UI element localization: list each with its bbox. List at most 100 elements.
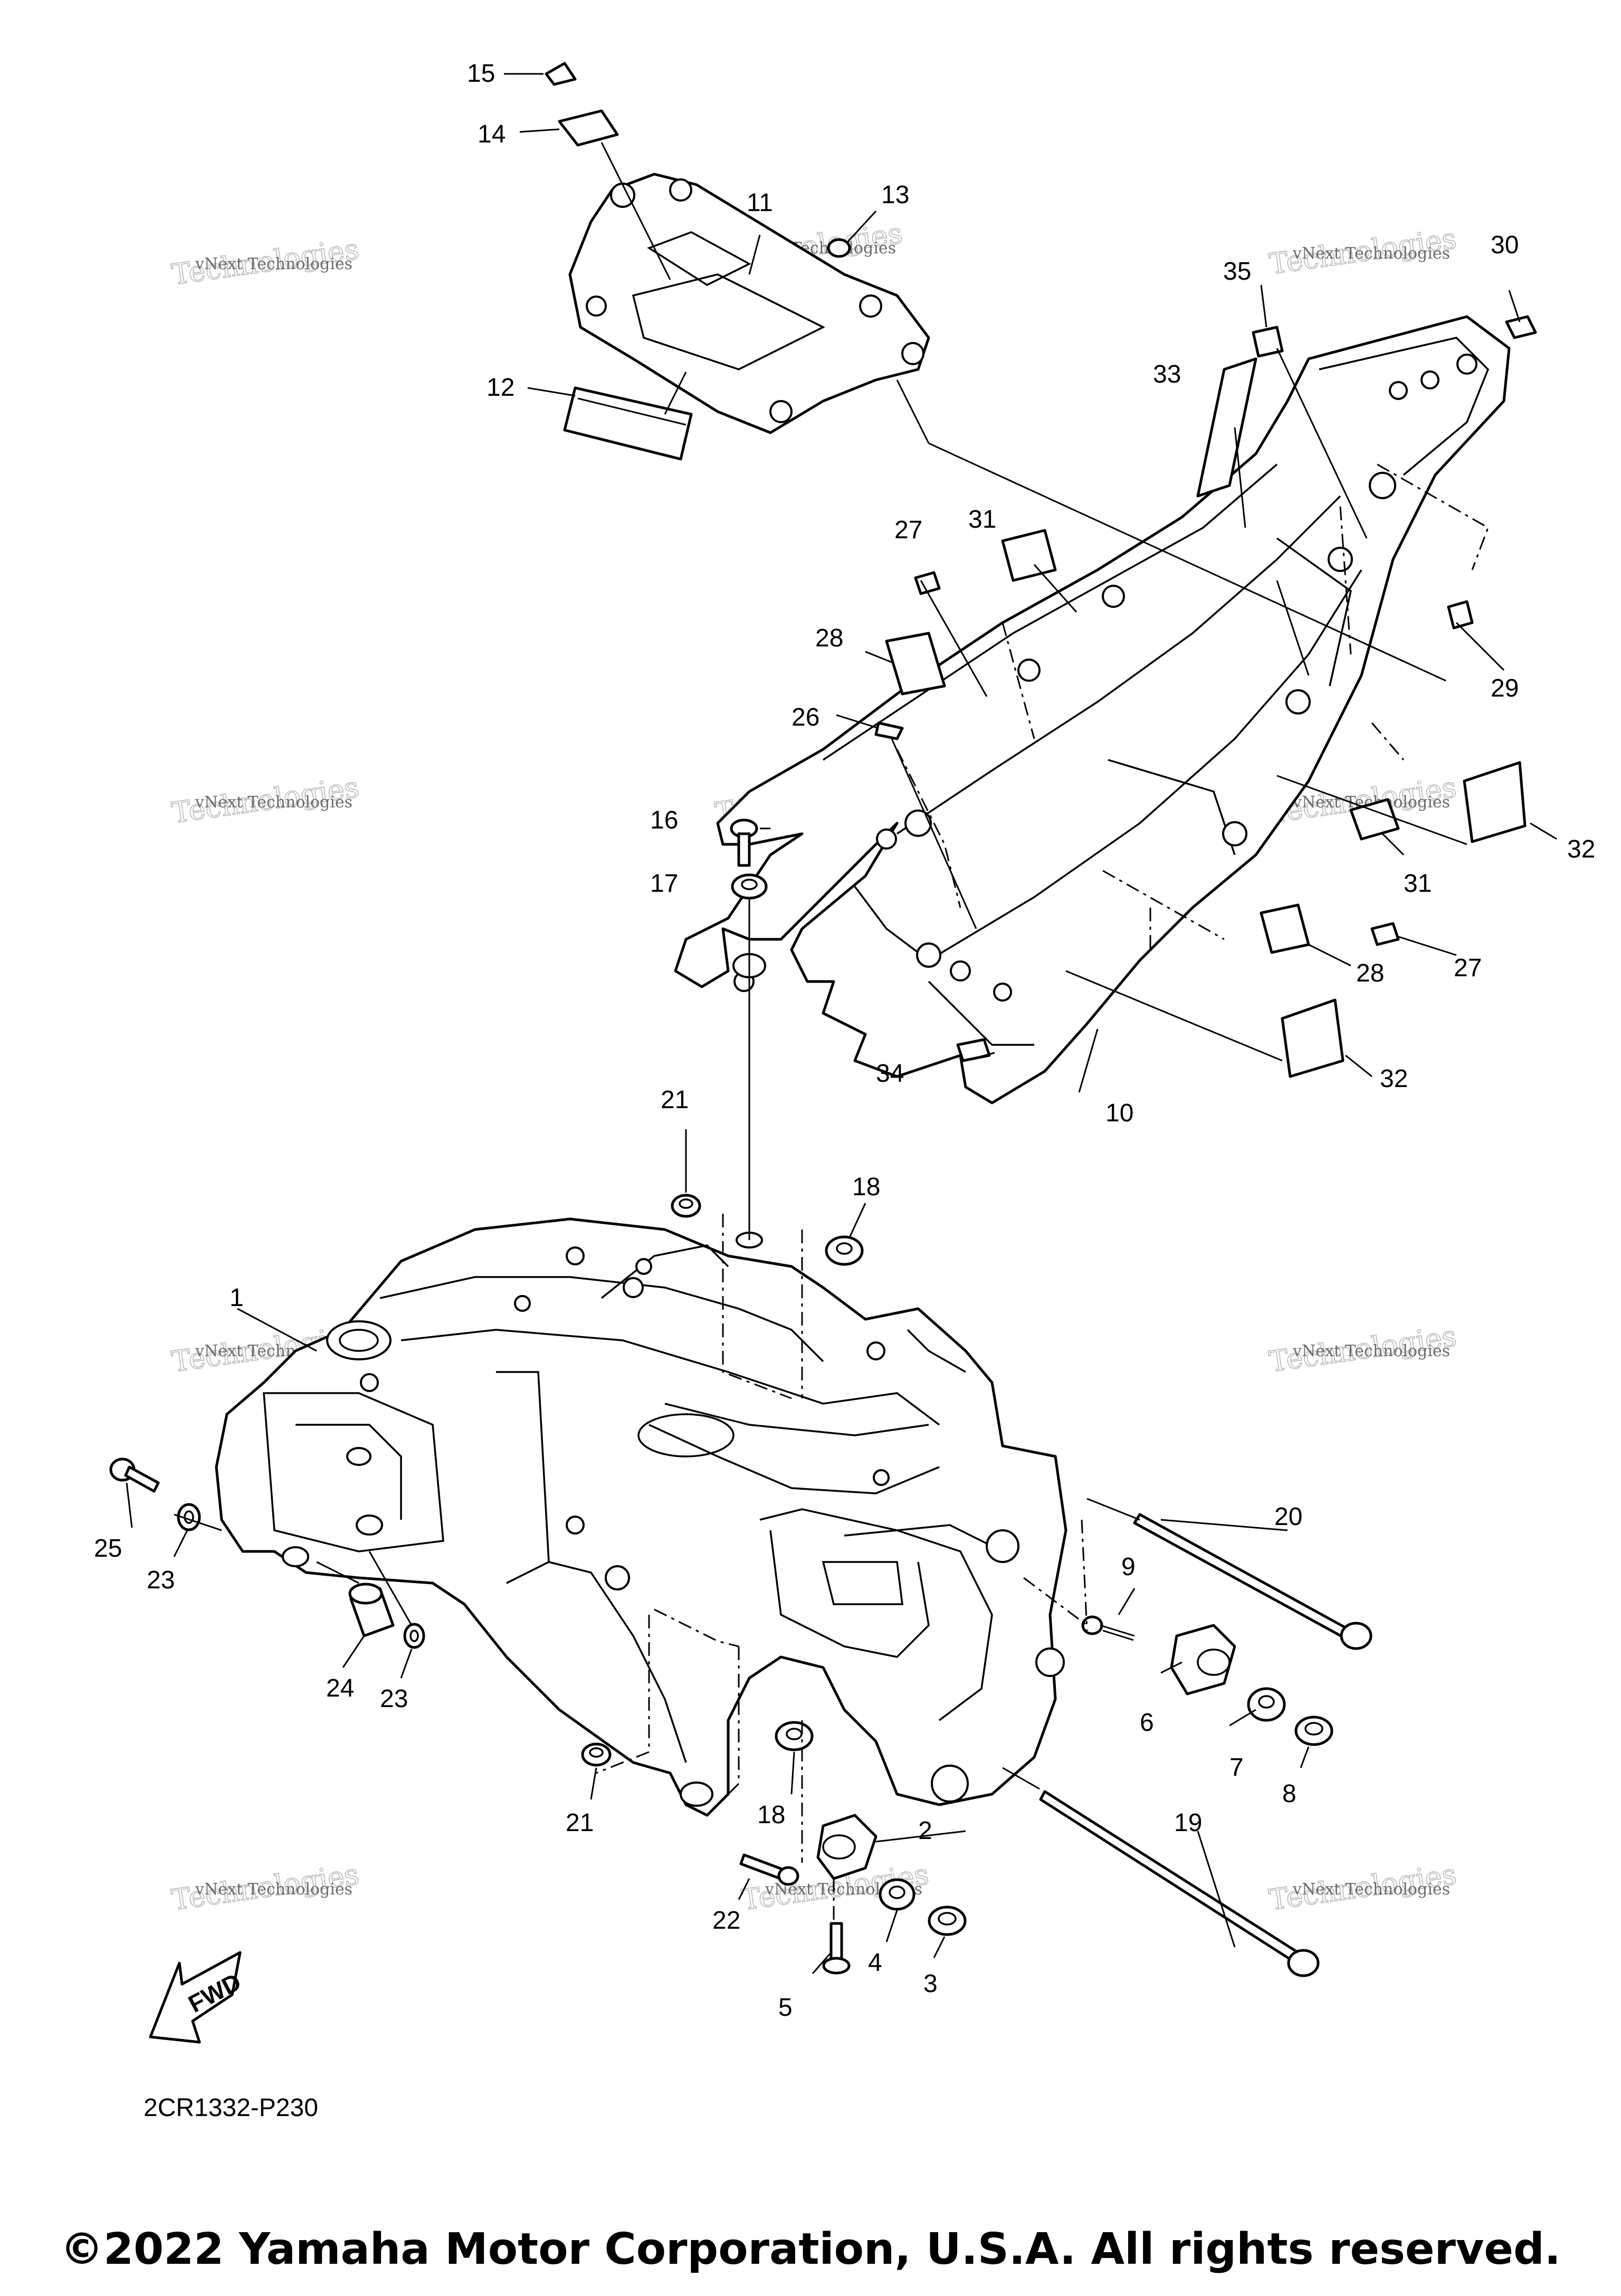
diagram-reference-code: 2CR1332-P230 <box>144 2094 318 2122</box>
subframe-hole <box>876 828 897 850</box>
callout-30: 30 <box>1491 231 1519 259</box>
callout-1: 1 <box>230 1284 244 1312</box>
part-11-seat-bracket <box>568 173 930 434</box>
callout-3: 3 <box>923 1970 938 1998</box>
callout-31b: 31 <box>1404 870 1432 898</box>
subframe-hole <box>1102 585 1125 608</box>
callout-27b: 27 <box>1454 954 1482 982</box>
callout-labels: 1 2 3 4 5 6 7 8 9 10 11 12 13 14 15 16 1… <box>94 60 1595 2022</box>
part-23-washer-b <box>403 1623 425 1649</box>
callout-20: 20 <box>1274 1503 1302 1531</box>
callout-21a: 21 <box>661 1086 689 1114</box>
part-16-bolt <box>730 818 758 867</box>
part-23-washer-a <box>177 1503 201 1531</box>
part-18-collar-b <box>775 1721 814 1751</box>
frame-hole <box>360 1373 379 1392</box>
callout-24: 24 <box>326 1674 354 1702</box>
subframe-hole <box>904 809 932 837</box>
callout-4: 4 <box>868 1949 882 1977</box>
part-34-label <box>956 1038 991 1062</box>
callout-17: 17 <box>650 870 678 898</box>
steering-head-cap <box>326 1320 392 1360</box>
callout-2: 2 <box>918 1817 932 1845</box>
callout-10: 10 <box>1105 1099 1133 1127</box>
swingarm-pivot-hole <box>931 1765 969 1803</box>
part-1-main-frame <box>215 1217 1067 1817</box>
subframe-hole <box>1017 659 1041 682</box>
callout-33: 33 <box>1153 360 1181 388</box>
subframe-hole <box>950 960 971 982</box>
callout-14: 14 <box>478 120 506 148</box>
subframe-hole <box>1420 370 1439 389</box>
frame-hole <box>623 1277 644 1298</box>
part-20-long-bolt <box>1133 1513 1372 1650</box>
callout-6: 6 <box>1140 1709 1154 1737</box>
watermark-small: vNext Technologies <box>195 793 352 812</box>
dashed-assembly-lines <box>596 463 1489 1921</box>
subframe-hole <box>916 942 941 968</box>
watermark-small: vNext Technologies <box>195 255 352 273</box>
subframe-hole <box>1456 354 1477 375</box>
part-2-bracket <box>816 1814 878 1880</box>
frame-hole <box>514 1295 531 1312</box>
subframe-hole <box>1222 821 1247 846</box>
part-24-spacer <box>348 1583 395 1637</box>
bracket-hole <box>610 183 635 208</box>
part-21-nut-b <box>581 1742 612 1767</box>
bracket-hole <box>586 296 607 317</box>
part-4-collar <box>879 1878 916 1911</box>
watermark-3: Technologies vNext Technologies <box>1267 221 1459 281</box>
part-13-nut <box>827 238 851 258</box>
part-25-bolt <box>109 1457 160 1493</box>
frame-hole <box>282 1546 309 1567</box>
part-3-bolt <box>928 1906 967 1936</box>
part-10-rear-subframe <box>674 315 1511 1104</box>
bracket-hole <box>901 342 924 365</box>
callout-34: 34 <box>876 1060 904 1088</box>
subframe-hole <box>1369 472 1396 499</box>
part-33-label <box>1196 357 1257 498</box>
part-32-label-a <box>1463 761 1527 843</box>
callout-27a: 27 <box>894 516 922 544</box>
callout-13: 13 <box>881 181 909 209</box>
callout-18a: 18 <box>852 1173 880 1201</box>
part-6-bracket <box>1170 1624 1236 1695</box>
copyright-notice: ©2022 Yamaha Motor Corporation, U.S.A. A… <box>60 2224 1561 2274</box>
frame-hole <box>566 1516 585 1535</box>
callout-25: 25 <box>94 1535 122 1563</box>
watermark-small: vNext Technologies <box>1292 1880 1450 1899</box>
callout-28b: 28 <box>1356 959 1384 987</box>
frame-pivot-hole <box>986 1529 1019 1563</box>
callout-19: 19 <box>1174 1809 1202 1837</box>
part-27-label-a <box>914 571 941 595</box>
watermark-small: vNext Technologies <box>195 1880 352 1899</box>
callout-22: 22 <box>712 1907 740 1935</box>
callout-7: 7 <box>1229 1754 1244 1781</box>
callout-32a: 32 <box>1567 835 1595 863</box>
leader-lines <box>126 73 1557 1974</box>
callout-15: 15 <box>467 60 495 88</box>
part-28-label-a <box>885 632 946 696</box>
subframe-hole <box>1285 689 1311 714</box>
callout-9: 9 <box>1121 1553 1136 1581</box>
part-32-label-b <box>1281 998 1345 1078</box>
part-12-label <box>563 386 693 461</box>
watermark-small: vNext Technologies <box>1292 244 1450 263</box>
subframe-hole <box>993 983 1012 1002</box>
callout-26: 26 <box>792 703 819 731</box>
callout-8: 8 <box>1282 1780 1296 1808</box>
part-28-label-b <box>1260 903 1310 954</box>
frame-tank-panel <box>637 1413 735 1457</box>
part-18-collar-a <box>825 1235 864 1266</box>
watermark-9: Technologies vNext Technologies <box>1267 1319 1459 1379</box>
part-19-long-bolt <box>1039 1790 1320 1977</box>
subframe-hole <box>1389 381 1408 400</box>
callout-29: 29 <box>1491 674 1519 702</box>
bracket-hole <box>769 400 793 423</box>
callout-5: 5 <box>778 1994 793 2022</box>
part-7-collar <box>1247 1687 1286 1722</box>
frame-hole <box>866 1341 885 1360</box>
watermark-1: Technologies vNext Technologies <box>169 232 361 292</box>
